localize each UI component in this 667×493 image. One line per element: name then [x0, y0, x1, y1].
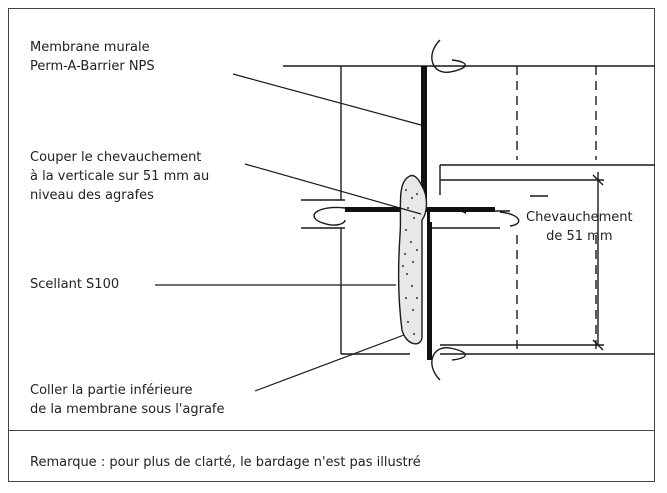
lower-membrane [427, 222, 432, 360]
chevauchement-label-line-2: de 51 mm [546, 229, 613, 244]
couper-label-line-1: Couper le chevauchement [30, 150, 202, 165]
scellant-label-line-1: Scellant S100 [30, 277, 120, 292]
note-text: Remarque : pour plus de clarté, le barda… [30, 455, 421, 470]
dimension-tick-top [592, 174, 604, 186]
couper-leader [244, 163, 422, 215]
scellant-label: Scellant S100 [30, 275, 119, 294]
staple-mark [460, 208, 466, 214]
chevauchement-label: Chevauchement de 51 mm [526, 208, 633, 246]
break-symbol-top [431, 39, 466, 73]
upper-membrane [421, 66, 427, 212]
break-symbol-bottom [431, 347, 466, 381]
couper-label-line-3: niveau des agrafes [30, 188, 154, 203]
coller-label-line-1: Coller la partie inférieure [30, 383, 193, 398]
membrane-label: Membrane murale Perm-A-Barrier NPS [30, 38, 155, 76]
membrane-leader [232, 73, 422, 126]
break-symbol-left [313, 206, 346, 226]
sealant-bead [397, 174, 428, 345]
note-divider [8, 430, 655, 431]
coller-label-line-2: de la membrane sous l'agrafe [30, 402, 225, 417]
coller-label: Coller la partie inférieure de la membra… [30, 381, 225, 419]
membrane-label-line-1: Membrane murale [30, 40, 150, 55]
diagram-frame [8, 8, 655, 482]
coller-leader [254, 334, 405, 392]
couper-label: Couper le chevauchement à la verticale s… [30, 148, 209, 205]
sealant-stipple [402, 189, 418, 335]
dimension-tick-bottom [592, 339, 604, 351]
chevauchement-label-line-1: Chevauchement [526, 210, 633, 225]
couper-label-line-2: à la verticale sur 51 mm au [30, 169, 210, 184]
break-symbol-right [499, 211, 520, 227]
membrane-overlap [427, 207, 430, 229]
membrane-label-line-2: Perm-A-Barrier NPS [30, 59, 155, 74]
